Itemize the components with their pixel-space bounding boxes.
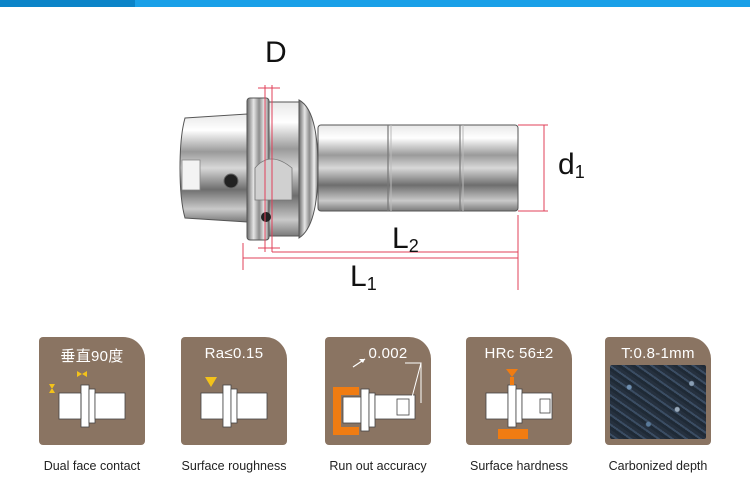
top-accent-bar-segment [0, 0, 135, 7]
feature-caption: Run out accuracy [329, 459, 427, 473]
surface-hardness-icon [485, 369, 553, 439]
flange-hole [261, 212, 271, 222]
feature-card-carbonized: T:0.8-1mm [605, 337, 711, 445]
taper-shank [179, 113, 248, 223]
flange-nose [298, 99, 319, 239]
feature-title: 垂直90度 [60, 348, 124, 365]
feature-card-dual-face: 垂直90度 [39, 337, 145, 445]
feature-title: HRc 56±2 [484, 345, 554, 362]
dimension-label-D: D [265, 36, 287, 69]
feature-caption: Surface hardness [470, 459, 568, 473]
tool-holder-drawing [179, 85, 548, 290]
feature-cards: 垂直90度 Dual face contact Ra≤0.15 [0, 337, 750, 482]
tool-holder-diagram: D d1 L2 L1 [179, 36, 585, 294]
feature-caption: Carbonized depth [608, 459, 708, 473]
feature-title: T:0.8-1mm [621, 345, 695, 362]
dimension-label-L2: L2 [392, 222, 419, 256]
feature-card-runout: 0.002 [325, 337, 431, 445]
surface-roughness-icon [200, 377, 268, 428]
top-accent-bar [0, 0, 750, 7]
runout-accuracy-icon [333, 358, 422, 435]
carbonized-depth-photo [610, 365, 706, 439]
feature-card-roughness: Ra≤0.15 [181, 337, 287, 445]
dimension-lines [242, 85, 548, 290]
feature-title: Ra≤0.15 [204, 345, 264, 362]
dimension-label-d1: d1 [558, 148, 585, 182]
shank-slot [181, 159, 201, 191]
flange-relief [254, 158, 293, 201]
shank-hole [223, 173, 239, 189]
feature-title: 0.002 [368, 345, 408, 362]
dual-face-contact-icon [49, 371, 126, 428]
feature-card-hardness: HRc 56±2 [466, 337, 572, 445]
dimension-label-L1: L1 [350, 260, 377, 294]
cylinder-body [317, 124, 519, 212]
feature-caption: Surface roughness [181, 459, 287, 473]
feature-caption: Dual face contact [43, 459, 141, 473]
